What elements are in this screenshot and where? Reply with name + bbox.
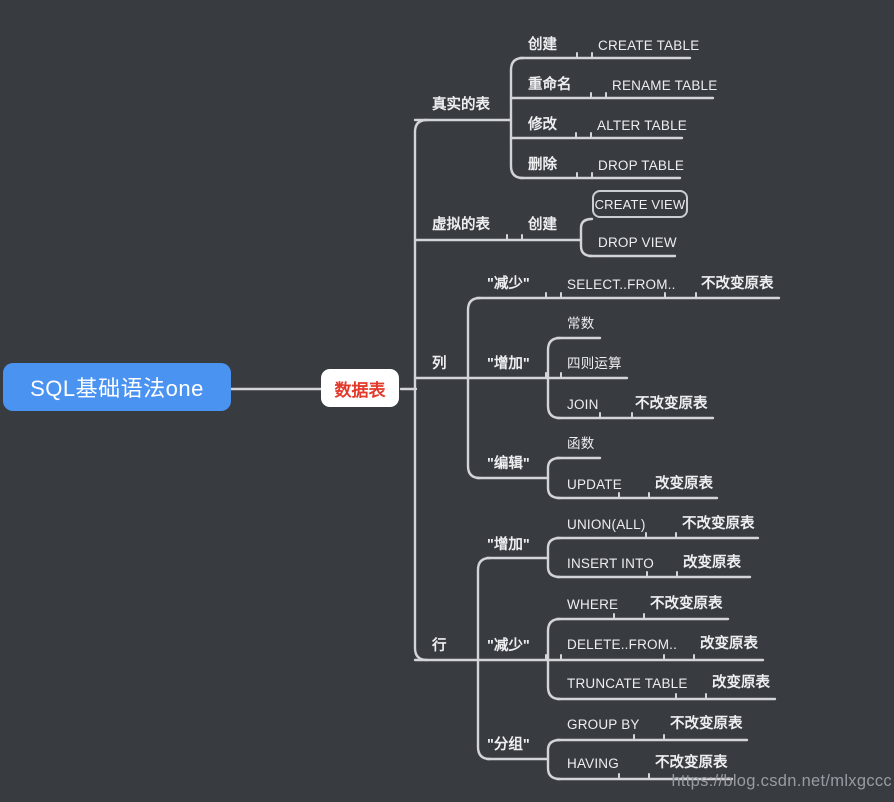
effect-union-all[interactable]: 不改变原表 <box>682 516 755 532</box>
effect-truncate-table[interactable]: 改变原表 <box>712 675 770 691</box>
node-constant[interactable]: 常数 <box>567 316 595 331</box>
node-column-decrease[interactable]: "减少" <box>487 276 530 292</box>
node-real-alter[interactable]: 修改 <box>528 117 557 133</box>
node-real-create[interactable]: 创建 <box>528 37 557 53</box>
effect-join[interactable]: 不改变原表 <box>635 396 708 412</box>
effect-having[interactable]: 不改变原表 <box>655 755 728 771</box>
node-where[interactable]: WHERE <box>567 597 619 612</box>
effect-update[interactable]: 改变原表 <box>655 476 713 492</box>
node-join[interactable]: JOIN <box>567 397 599 412</box>
node-insert-into[interactable]: INSERT INTO <box>567 556 654 571</box>
node-group-by[interactable]: GROUP BY <box>567 717 640 732</box>
node-update[interactable]: UPDATE <box>567 477 622 492</box>
node-virtual-create[interactable]: 创建 <box>528 217 557 233</box>
datatable-node[interactable]: 数据表 <box>321 369 399 407</box>
node-column[interactable]: 列 <box>432 356 447 372</box>
node-column-edit[interactable]: "编辑" <box>487 456 530 472</box>
node-rename-table[interactable]: RENAME TABLE <box>612 78 718 93</box>
node-virtual-table[interactable]: 虚拟的表 <box>432 217 490 233</box>
effect-select-from[interactable]: 不改变原表 <box>701 276 774 292</box>
watermark: https://blog.csdn.net/mlxgccc <box>671 772 892 790</box>
node-function[interactable]: 函数 <box>567 436 595 451</box>
node-row-increase[interactable]: "增加" <box>487 537 530 553</box>
node-row[interactable]: 行 <box>432 638 447 654</box>
effect-where[interactable]: 不改变原表 <box>650 596 723 612</box>
node-create-view-selected[interactable]: CREATE VIEW <box>592 190 688 218</box>
node-row-decrease[interactable]: "减少" <box>487 638 530 654</box>
node-union-all[interactable]: UNION(ALL) <box>567 517 646 532</box>
effect-group-by[interactable]: 不改变原表 <box>670 716 743 732</box>
effect-insert-into[interactable]: 改变原表 <box>683 555 741 571</box>
node-row-group[interactable]: "分组" <box>487 737 530 753</box>
node-delete-from[interactable]: DELETE..FROM.. <box>567 637 678 652</box>
node-column-increase[interactable]: "增加" <box>487 356 530 372</box>
node-alter-table[interactable]: ALTER TABLE <box>597 118 687 133</box>
node-real-drop[interactable]: 删除 <box>528 157 557 173</box>
node-having[interactable]: HAVING <box>567 756 619 771</box>
node-select-from[interactable]: SELECT..FROM.. <box>567 277 676 292</box>
node-drop-view[interactable]: DROP VIEW <box>598 235 677 250</box>
node-drop-table[interactable]: DROP TABLE <box>598 158 685 173</box>
node-create-table[interactable]: CREATE TABLE <box>598 38 700 53</box>
root-node[interactable]: SQL基础语法one <box>3 363 231 411</box>
node-arithmetic[interactable]: 四则运算 <box>567 356 622 371</box>
node-real-table[interactable]: 真实的表 <box>432 97 490 113</box>
node-real-rename[interactable]: 重命名 <box>528 77 572 93</box>
node-truncate-table[interactable]: TRUNCATE TABLE <box>567 676 688 691</box>
effect-delete-from[interactable]: 改变原表 <box>700 636 758 652</box>
